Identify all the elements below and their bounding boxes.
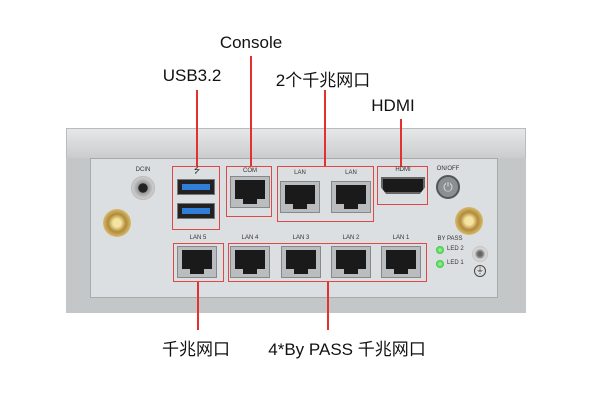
- led1-label: LED 1: [447, 260, 464, 266]
- hdmi-highlight: [377, 166, 428, 205]
- lan5-label: LAN 5: [189, 235, 207, 241]
- bypass-label: BY PASS: [437, 236, 463, 242]
- lan4-label: LAN 4: [241, 235, 259, 241]
- callout-hdmi: HDMI: [371, 96, 415, 115]
- lan1-label: LAN 1: [392, 235, 410, 241]
- antenna-connector-left: [103, 209, 131, 237]
- lan-a-label: LAN: [294, 170, 306, 176]
- usb-port-1: [177, 179, 215, 195]
- lan1-port: [381, 246, 421, 278]
- led2-label: LED 2: [447, 246, 464, 252]
- usb-icon: ⭍: [193, 166, 201, 175]
- led2-indicator: [436, 246, 444, 254]
- leader-line-bypass: [327, 282, 329, 330]
- ground-icon: ⏚: [474, 265, 486, 277]
- leader-line-lan-pair: [324, 90, 326, 166]
- leader-line-hdmi: [400, 119, 402, 166]
- lan-port-a: [280, 181, 320, 213]
- lan2-label: LAN 2: [342, 235, 360, 241]
- leader-line-usb: [196, 90, 198, 166]
- lan2-port: [331, 246, 371, 278]
- antenna-connector-right: [455, 207, 483, 235]
- lan-pair-highlight: [277, 166, 374, 222]
- power-button[interactable]: ⏻: [436, 175, 460, 199]
- callout-console: Console: [219, 33, 283, 52]
- hdmi-label: HDMI: [395, 167, 411, 173]
- lan4-port: [230, 246, 270, 278]
- com-label: COM: [243, 168, 257, 174]
- lan5-port: [177, 246, 217, 278]
- usb-port-2: [177, 203, 215, 219]
- lan3-label: LAN 3: [292, 235, 310, 241]
- usb-highlight: [172, 166, 220, 230]
- dcin-label: DCIN: [135, 167, 151, 173]
- com-highlight: [226, 166, 272, 217]
- led1-indicator: [436, 260, 444, 268]
- leader-line-lan5: [197, 282, 199, 330]
- callout-bypass: 4*By PASS 千兆网口: [268, 340, 426, 359]
- dcin-connector: [131, 176, 155, 200]
- bypass-lan-highlight: [228, 243, 427, 282]
- ground-screw: [472, 246, 488, 262]
- lan3-port: [281, 246, 321, 278]
- callout-usb: USB3.2: [162, 66, 222, 85]
- lan-port-b: [331, 181, 371, 213]
- lan-b-label: LAN: [345, 170, 357, 176]
- leader-line-console: [250, 56, 252, 166]
- chassis-lid: [66, 128, 526, 160]
- power-icon: ⏻: [443, 180, 453, 194]
- callout-lan-pair: 2个千兆网口: [275, 71, 371, 90]
- onoff-label: ON/OFF: [436, 166, 460, 172]
- lan5-highlight: [173, 243, 224, 282]
- com-port: [230, 176, 270, 208]
- callout-lan5: 千兆网口: [162, 340, 230, 359]
- hdmi-port: [381, 177, 425, 194]
